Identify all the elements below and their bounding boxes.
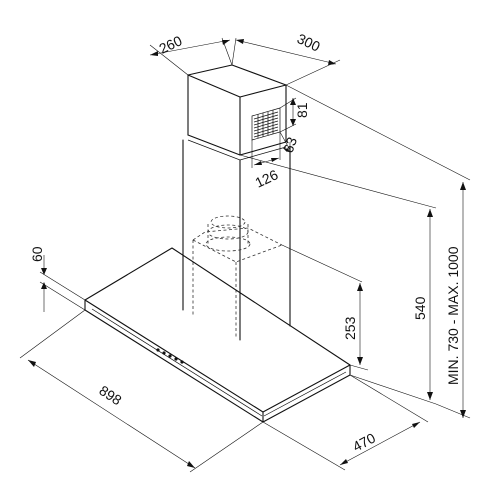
- dimension-vent-width: 126: [251, 132, 281, 191]
- dimension-chimney-width: 300: [231, 30, 341, 86]
- chimney-width-label: 300: [295, 30, 323, 54]
- motor-hidden: [205, 215, 251, 252]
- vent-height-label: 81: [294, 102, 310, 118]
- hood-canopy: [84, 247, 351, 423]
- lower-chimney-height-label: 540: [412, 296, 428, 320]
- hood-width-label: 898: [96, 382, 124, 408]
- body-height-label: 253: [342, 316, 358, 340]
- dimension-chimney-depth: 260: [149, 32, 233, 76]
- chimney-upper-section: [187, 64, 287, 161]
- hood-depth-label: 470: [350, 429, 378, 454]
- chimney-depth-label: 260: [157, 32, 185, 56]
- vent-offset-label: 63: [280, 135, 300, 155]
- dimension-vent-height: 81: [279, 97, 310, 133]
- dimension-hood-depth: 470: [262, 374, 429, 471]
- control-button: [168, 354, 172, 358]
- dimension-total-height: MIN. 730 - MAX. 1000: [285, 84, 471, 419]
- canopy-thickness-label: 60: [29, 246, 45, 262]
- dimension-lower-chimney-height: 540: [239, 154, 437, 405]
- vent-grille: [251, 107, 281, 141]
- control-button: [180, 360, 184, 364]
- total-height-label: MIN. 730 - MAX. 1000: [445, 246, 461, 385]
- dimension-hood-width: 898: [19, 309, 264, 473]
- control-button: [174, 357, 178, 361]
- control-panel: [156, 348, 184, 364]
- vent-width-label: 126: [253, 166, 281, 190]
- control-button: [156, 348, 160, 352]
- control-button: [162, 351, 166, 355]
- dimension-vent-offset: 63: [279, 131, 300, 155]
- dimension-canopy-thickness: 60: [29, 246, 86, 312]
- chimney-lower-section: [182, 139, 291, 341]
- dimension-body-height: 253: [281, 244, 369, 371]
